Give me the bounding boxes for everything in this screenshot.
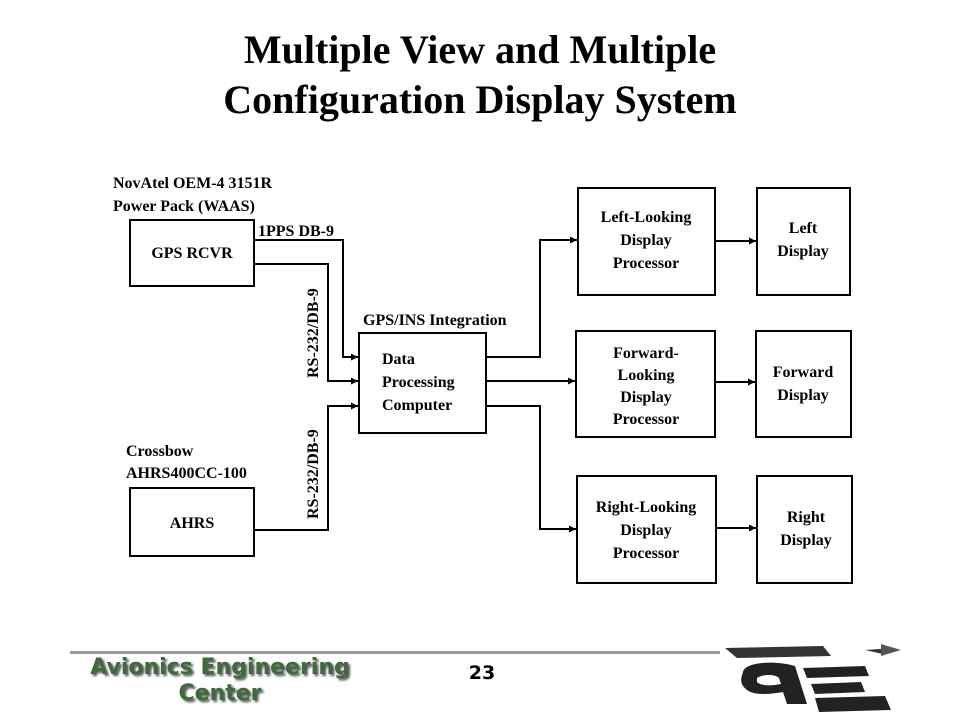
page-number: 23 xyxy=(468,662,496,684)
slide-title-line-2: Configuration Display System xyxy=(223,77,737,122)
rs232-label-bottom: RS-232/DB-9 xyxy=(305,429,322,519)
right-display-label-1: Right xyxy=(787,509,826,526)
gps-source-label-1: NovAtel OEM-4 3151R xyxy=(113,175,273,192)
forward-display-label-1: Forward xyxy=(773,364,834,381)
pps-label: 1PPS DB-9 xyxy=(258,223,334,240)
dpc-label-3: Computer xyxy=(382,397,452,414)
dpc-to-left-connector xyxy=(487,236,577,358)
right-proc-label-2: Display xyxy=(620,522,672,539)
fwd-proc-label-2: Looking xyxy=(618,367,675,384)
integration-label: GPS/INS Integration xyxy=(363,312,507,329)
ahrs-source-label-2: AHRS400CC-100 xyxy=(126,465,247,482)
forward-display-label-2: Display xyxy=(777,387,829,404)
fwd-proc-label-1: Forward- xyxy=(613,345,679,362)
fwd-proc-label-3: Display xyxy=(620,389,672,406)
dpc-label-1: Data xyxy=(382,351,415,368)
gps-receiver-box: GPS RCVR xyxy=(129,219,255,287)
footer-divider xyxy=(70,651,720,654)
left-display-label-1: Left xyxy=(789,220,818,237)
right-looking-processor-box: Right-Looking Display Processor xyxy=(576,475,717,584)
right-proc-label-1: Right-Looking xyxy=(596,499,696,516)
slide-title-line-1: Multiple View and Multiple xyxy=(243,27,717,72)
org-name-line-2: Center xyxy=(178,681,262,706)
aec-logo-icon xyxy=(725,644,901,712)
ahrs-rs232-connector xyxy=(254,402,358,531)
left-display-box: Left Display xyxy=(756,187,851,296)
org-name-line-1: Avionics Engineering xyxy=(90,655,350,680)
ahrs-box: AHRS xyxy=(129,487,255,557)
forward-looking-processor-box: Forward- Looking Display Processor xyxy=(575,330,716,438)
left-looking-processor-box: Left-Looking Display Processor xyxy=(577,187,716,296)
right-display-label-2: Display xyxy=(780,532,832,549)
dpc-label-2: Processing xyxy=(382,374,455,391)
left-proc-label-1: Left-Looking xyxy=(601,209,692,226)
gps-1pps-connector xyxy=(254,239,358,361)
left-display-label-2: Display xyxy=(777,243,829,260)
rs232-label-top: RS-232/DB-9 xyxy=(305,288,322,378)
gps-rs232-connector xyxy=(254,263,358,385)
right-proc-label-3: Processor xyxy=(613,545,679,562)
right-display-box: Right Display xyxy=(756,475,853,584)
connector-lines xyxy=(254,236,756,533)
fwd-proc-label-4: Processor xyxy=(613,411,679,428)
dpc-to-right-connector xyxy=(487,405,576,533)
left-proc-label-3: Processor xyxy=(613,255,679,272)
org-name: Avionics Engineering Center xyxy=(80,655,360,707)
ahrs-box-label: AHRS xyxy=(170,515,215,532)
data-processing-computer-box: Data Processing Computer xyxy=(358,332,487,434)
gps-source-label-2: Power Pack (WAAS) xyxy=(113,198,255,215)
left-proc-label-2: Display xyxy=(620,232,672,249)
slide-title: Multiple View and Multiple Configuration… xyxy=(0,25,960,125)
ahrs-source-label-1: Crossbow xyxy=(126,443,194,460)
gps-receiver-label: GPS RCVR xyxy=(151,245,233,262)
forward-display-box: Forward Display xyxy=(755,330,852,438)
